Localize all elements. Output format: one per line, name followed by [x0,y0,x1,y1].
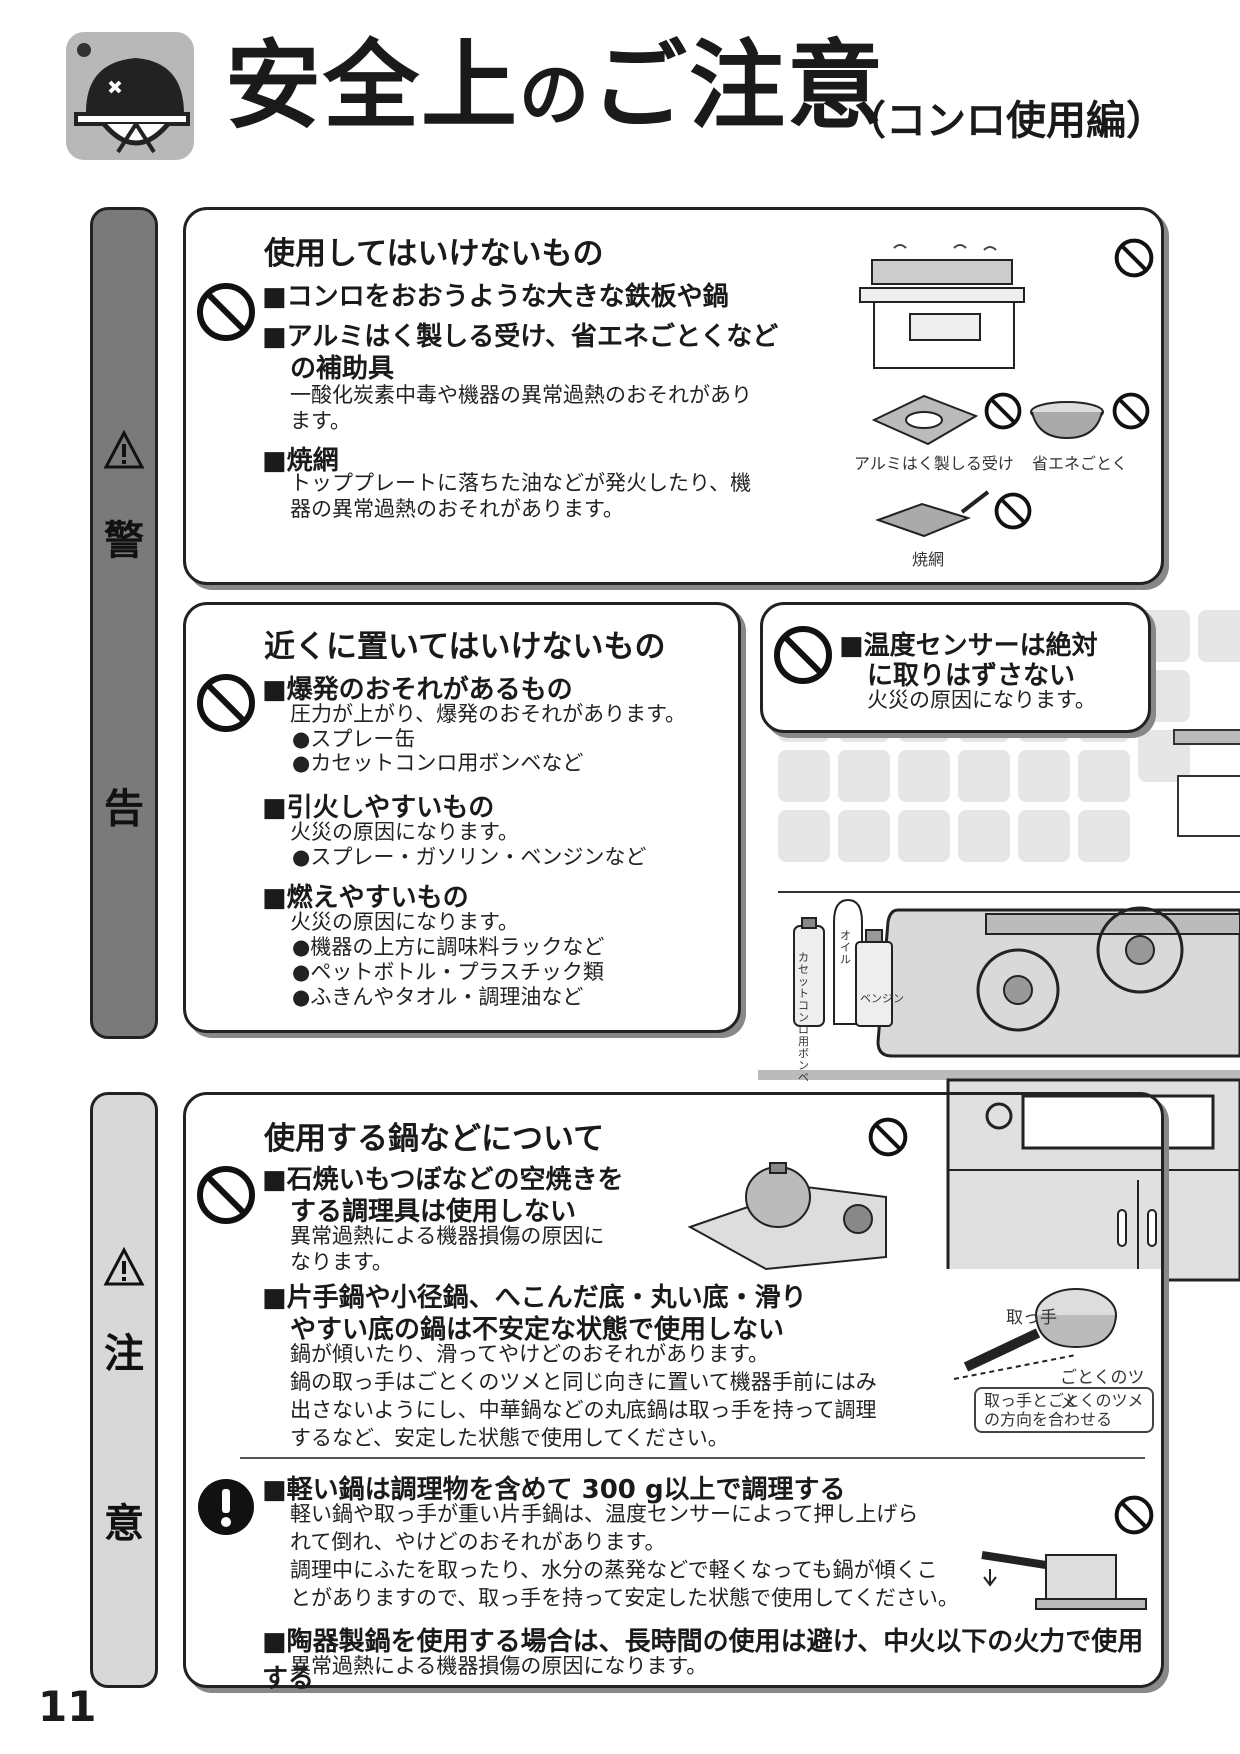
prohibited-icon [774,626,832,684]
stove-with-plate-illustration [859,244,1025,369]
item-desc: 異常過熱による機器損傷の原因に [290,1224,605,1248]
pan-note-box: 取っ手とごとくのツメ の方向を合わせる [974,1387,1154,1433]
warning-triangle-icon [103,429,145,469]
sensor-title: ■温度センサーは絶対 [839,631,1098,661]
group-bullet: ●スプレー缶 [292,727,416,751]
label-claw: ごとくのツメ [1060,1368,1145,1413]
pan-handle-illustration [953,1288,1117,1380]
sensor-desc: 火災の原因になります。 [867,688,1096,712]
item-desc: 出さないようにし、中華鍋などの丸底鍋は取っ手を持って調理 [290,1398,877,1422]
item-title: ■片手鍋や小径鍋、へこんだ底・丸い底・滑り [262,1283,807,1313]
caution-char: 意 [104,1501,144,1547]
group-bullet: ●カセットコンロ用ボンベなど [292,751,584,775]
warning-char: 告 [104,786,144,832]
item-title: する調理具は使用しない [290,1197,577,1227]
group-desc: 火災の原因になります。 [290,820,519,844]
item-title: ■軽い鍋は調理物を含めて 300 g以上で調理する [262,1475,846,1505]
caution-char: 注 [104,1331,144,1377]
group-title: ■燃えやすいもの [262,883,469,913]
group-bullet: ●ふきんやタオル・調理油など [292,985,584,1009]
prohibited-icon [1114,1495,1154,1535]
page-subtitle: （コンロ使用編） [846,98,1166,144]
prohibited-icon [1112,392,1150,430]
caption-grill: 焼網 [912,550,945,569]
item-desc: 調理中にふたを取ったり、水分の蒸発などで軽くなっても鍋が傾くこ [290,1558,938,1582]
item-desc: トッププレートに落ちた油などが発火したり、機 [290,471,752,495]
group-desc: 火災の原因になります。 [290,910,519,934]
prohibited-icon [868,1117,908,1157]
prohibited-icon [984,392,1022,430]
item-desc: れて倒れ、やけどのおそれがあります。 [290,1530,666,1554]
prohibited-icon [994,492,1032,530]
label-handle: 取っ手 [1006,1308,1057,1328]
can-label-oil: オイル [840,929,851,966]
caution-box-cookware: 使用する鍋などについて ■石焼いもつぼなどの空焼きを する調理具は使用しない 異… [183,1092,1164,1694]
item-desc: なります。 [290,1250,393,1274]
caution-triangle-icon [103,1246,145,1286]
section-heading: 使用してはいけないもの [264,236,604,272]
item-desc: するなど、安定した状態で使用してください。 [290,1426,729,1450]
pan-note: 取っ手とごとくのツメ [984,1391,1144,1410]
item-desc: ます。 [290,409,351,433]
divider [240,1457,1145,1459]
item-title: ■アルミはく製しる受け、省エネごとくなど [262,322,779,352]
group-desc: 圧力が上がり、爆発のおそれがあります。 [290,702,687,726]
can-label-cassette: カセットコンロ用ボンベ [798,951,809,1084]
item-title: ■焼網 [262,446,339,476]
section-heading: 使用する鍋などについて [264,1121,605,1157]
spray-cans-illustration [793,898,893,1027]
item-desc: 軽い鍋や取っ手が重い片手鍋は、温度センサーによって押し上げら [290,1502,919,1526]
foil-tray-illustration [871,394,979,446]
pan-note: の方向を合わせる [984,1410,1113,1429]
can-label-benzine: ベンジン [860,992,904,1005]
prohibited-icon [197,283,255,341]
helmet-icon [66,32,194,160]
page-title-part: 安全上 [225,30,519,142]
eco-trivet-illustration [1030,401,1104,440]
item-desc: 器の異常過熱のおそれがあります。 [290,497,624,521]
exclamation-icon [198,1479,254,1535]
group-title: ■爆発のおそれがあるもの [262,675,573,705]
item-desc: 鍋が傾いたり、滑ってやけどのおそれがあります。 [290,1342,770,1366]
item-title: ■陶器製鍋を使用する場合は、長時間の使用は避け、中火以下の火力で使用する [262,1627,1144,1694]
prohibited-icon [1114,238,1154,278]
warning-box-nearby-items: 近くに置いてはいけないもの ■爆発のおそれがあるもの 圧力が上がり、爆発のおそれ… [183,602,741,1033]
caption-eco: 省エネごとく [1032,454,1128,473]
group-title: ■引火しやすいもの [262,793,495,823]
header-icon [66,32,196,162]
prohibited-icon [197,674,255,732]
group-bullet: ●ペットボトル・プラスチック類 [292,960,604,984]
caption-foil: アルミはく製しる受け [854,454,1014,473]
item-desc: とがありますので、取っ手を持って安定した状態で使用してください。 [290,1586,959,1610]
page-title-part: ご注意 [591,30,885,142]
caution-sidebar: 注 意 [90,1092,158,1688]
page-title-part: の [519,54,591,136]
warning-box-sensor: ■温度センサーは絶対 に取りはずさない 火災の原因になります。 [760,602,1151,733]
item-title: ■コンロをおおうような大きな鉄板や鍋 [262,282,729,312]
grill-net-illustration [875,490,990,538]
warning-box-prohibited-items: 使用してはいけないもの ■コンロをおおうような大きな鉄板や鍋 ■アルミはく製しる… [183,207,1164,585]
section-heading: 近くに置いてはいけないもの [264,629,666,665]
item-title: やすい底の鍋は不安定な状態で使用しない [290,1315,785,1345]
item-title: ■石焼いもつぼなどの空焼きを [262,1165,624,1195]
group-bullet: ●スプレー・ガソリン・ベンジンなど [292,845,647,869]
item-desc: 一酸化炭素中毒や機器の異常過熱のおそれがあり [290,383,752,407]
caution-box-fill [186,1269,1161,1685]
group-bullet: ●機器の上方に調味料ラックなど [292,935,605,959]
item-title: の補助具 [290,354,395,384]
sensor-title: に取りはずさない [867,661,1076,691]
tilting-pan-illustration [981,1551,1147,1610]
stone-pot-on-stove-illustration [687,1162,887,1271]
warning-sidebar: 警 告 [90,207,158,1039]
page-title: 安全上のご注意 [225,38,885,134]
item-desc: 異常過熱による機器損傷の原因になります。 [290,1654,708,1678]
item-desc: 鍋の取っ手はごとくのツメと同じ向きに置いて機器手前にはみ [290,1370,877,1394]
warning-char: 警 [104,518,144,564]
prohibited-icon [197,1166,255,1224]
page-number: 11 [38,1682,97,1731]
